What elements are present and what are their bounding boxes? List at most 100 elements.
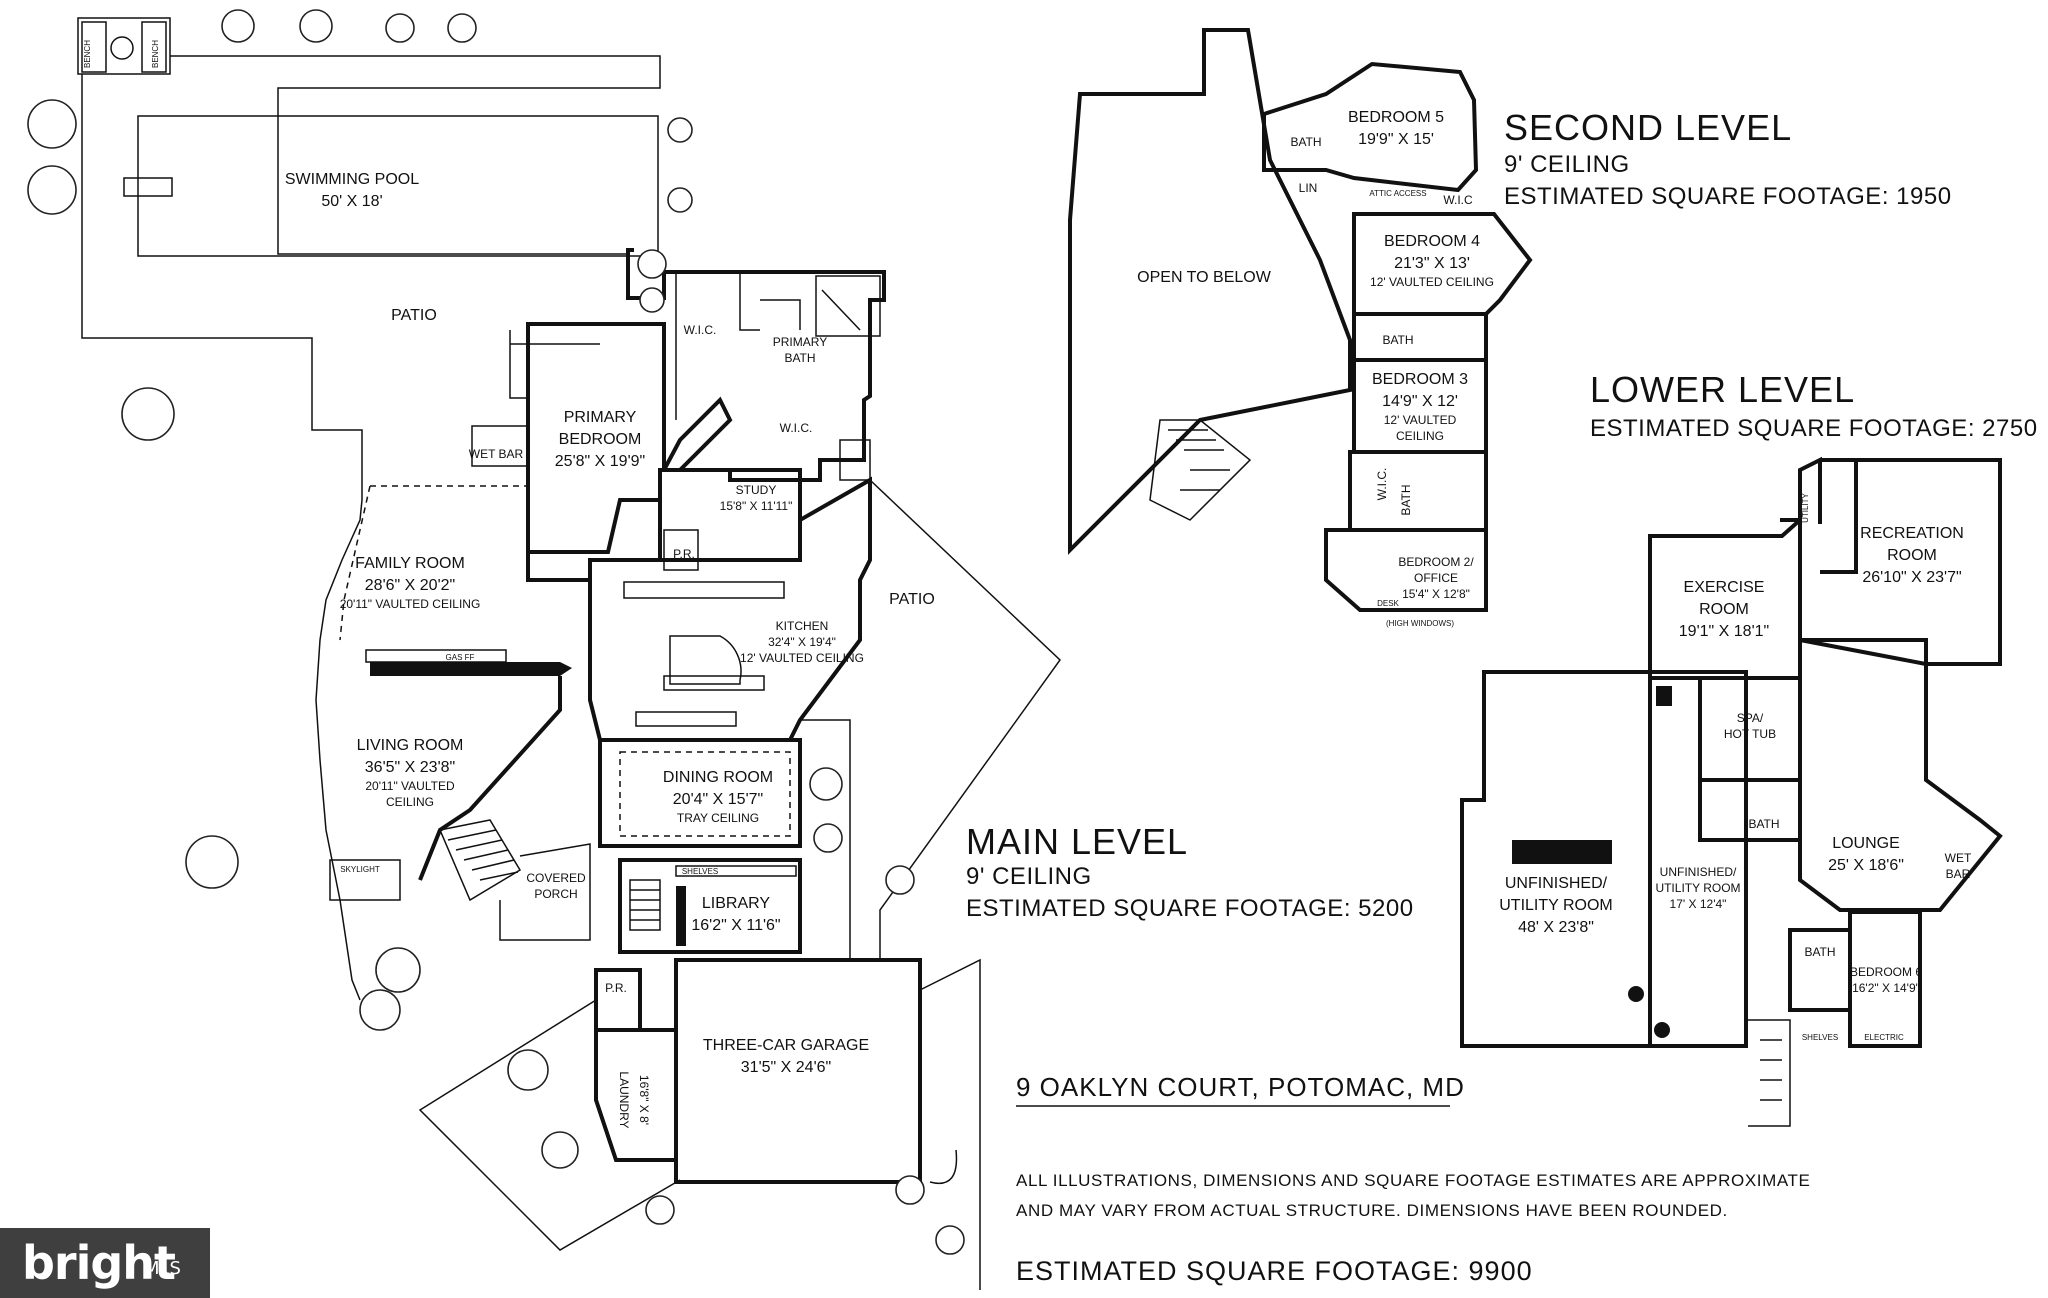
address: 9 OAKLYN COURT, POTOMAC, MD: [1016, 1072, 1465, 1102]
recreation-line2: ROOM: [1887, 547, 1937, 564]
unfinished-big-line2: UTILITY ROOM: [1499, 897, 1613, 914]
family-room-ceiling: 20'11" VAULTED CEILING: [340, 597, 481, 611]
bench-label-1: BENCH: [83, 40, 92, 68]
covered-porch-line2: PORCH: [534, 887, 577, 901]
dining-room-dims: 20'4" X 15'7": [673, 791, 763, 808]
kitchen-walls: [588, 476, 872, 742]
library-name: LIBRARY: [702, 895, 771, 912]
bench-label-2: BENCH: [151, 40, 160, 68]
patio-east-label: PATIO: [889, 591, 935, 608]
primary-bath-line1: PRIMARY: [773, 335, 827, 349]
brightmls-watermark: bright MLS: [0, 1228, 210, 1298]
bath-b-label: BATH: [1382, 333, 1413, 347]
living-room-ceiling2: CEILING: [386, 795, 434, 809]
second-level-ceiling: 9' CEILING: [1504, 151, 1630, 178]
unfinished-small-walls: [1648, 670, 1748, 1048]
lower-level-title: LOWER LEVEL: [1590, 369, 1855, 410]
utility-equipment: [1512, 840, 1612, 864]
lin-label: LIN: [1299, 181, 1318, 195]
study-dims: 15'8" X 11'11": [720, 499, 793, 513]
patio-east-outline: [800, 479, 1061, 960]
second-level-stairs: [1149, 419, 1252, 521]
family-room-dims: 28'6" X 20'2": [365, 577, 455, 594]
lounge-dims: 25' X 18'6": [1828, 857, 1904, 874]
primary-bedroom-dims: 25'8" X 19'9": [555, 453, 645, 470]
wic-b-label: W.I.C.: [1375, 468, 1389, 501]
second-level-title: SECOND LEVEL: [1504, 107, 1792, 148]
pool-dims: 50' X 18': [321, 193, 382, 210]
bedroom6-name: BEDROOM 6: [1850, 965, 1922, 979]
bedroom2-walls: [1324, 528, 1488, 612]
exercise-dims: 19'1" X 18'1": [1679, 623, 1769, 640]
living-room-dims: 36'5" X 23'8": [365, 759, 455, 776]
shelves-label: SHELVES: [682, 867, 718, 876]
main-level-ceiling: 9' CEILING: [966, 863, 1092, 890]
disclaimer-line1: ALL ILLUSTRATIONS, DIMENSIONS AND SQUARE…: [1016, 1171, 1810, 1190]
kitchen-name: KITCHEN: [776, 619, 829, 633]
unfinished-big-dims: 48' X 23'8": [1518, 919, 1594, 936]
garage-dims: 31'5" X 24'6": [741, 1059, 831, 1076]
patio-outline: [81, 74, 363, 1001]
brand-word: bright: [22, 1236, 176, 1290]
gas-ff-label: GAS FF: [446, 653, 475, 662]
second-level-plan: OPEN TO BELOW BATH BEDROOM 5 19'9" X 15'…: [1068, 28, 1533, 628]
bedroom5-dims: 19'9" X 15': [1358, 131, 1434, 148]
bedroom3-name: BEDROOM 3: [1372, 371, 1468, 388]
bedroom6-walls: [1848, 910, 1922, 1048]
lounge-name: LOUNGE: [1832, 835, 1900, 852]
attic-label: ATTIC ACCESS: [1369, 189, 1426, 198]
wet-bar-label: WET BAR: [469, 447, 524, 461]
dining-room-ceiling: TRAY CEILING: [677, 811, 759, 825]
wic-2-label: W.I.C.: [780, 421, 813, 435]
unfinished-big-line1: UNFINISHED/: [1505, 875, 1608, 892]
main-level-plan: BENCH BENCH SWIMMING POOL 50' X 18' PATI…: [27, 9, 1061, 1290]
bedroom4-name: BEDROOM 4: [1384, 233, 1480, 250]
pr-2-label: P.R.: [605, 981, 627, 995]
pr-1-label: P.R.: [673, 547, 695, 561]
library-walls: [618, 858, 802, 954]
kitchen-ceiling: 12' VAULTED CEILING: [740, 651, 864, 665]
skylight-label: SKYLIGHT: [340, 865, 380, 874]
garage-name: THREE-CAR GARAGE: [703, 1037, 869, 1054]
bedroom3-ceiling2: CEILING: [1396, 429, 1444, 443]
wet-bar-lower-line1: WET: [1945, 851, 1972, 865]
bath-a-label: BATH: [1290, 135, 1321, 149]
living-room-ceiling1: 20'11" VAULTED: [365, 779, 455, 793]
bath-a-lower-label: BATH: [1748, 817, 1779, 831]
pr-2-walls: [594, 968, 642, 1032]
wet-bar-lower-line2: BAR: [1946, 867, 1971, 881]
unfinished-small-dims: 17' X 12'4": [1670, 897, 1727, 911]
wic-a-label: W.I.C: [1443, 193, 1473, 207]
exercise-walls: [1648, 515, 1802, 680]
laundry-walls: [594, 1028, 678, 1162]
bedroom4-dims: 21'3" X 13': [1394, 255, 1470, 272]
open-to-below-walls: [1068, 28, 1352, 555]
high-windows-label: (HIGH WINDOWS): [1386, 619, 1454, 628]
bath-c-label: BATH: [1399, 484, 1413, 515]
total-sqft: ESTIMATED SQUARE FOOTAGE: 9900: [1016, 1256, 1533, 1286]
lower-level-sqft: ESTIMATED SQUARE FOOTAGE: 2750: [1590, 415, 2038, 442]
bedroom5-name: BEDROOM 5: [1348, 109, 1444, 126]
main-stairs: [438, 819, 522, 902]
covered-porch-line1: COVERED: [526, 871, 586, 885]
primary-suite-walls: [660, 270, 886, 482]
lounge-walls: [1798, 638, 2003, 912]
second-level-sqft: ESTIMATED SQUARE FOOTAGE: 1950: [1504, 183, 1952, 210]
main-level-title: MAIN LEVEL: [966, 821, 1188, 862]
family-room-edge: [339, 485, 528, 641]
main-level-sqft: ESTIMATED SQUARE FOOTAGE: 5200: [966, 895, 1414, 922]
dining-room-walls: [598, 738, 802, 848]
desk-label: DESK: [1377, 599, 1399, 608]
utility-label: UTILITY: [1801, 492, 1810, 522]
spa-line1: SPA/: [1737, 711, 1764, 725]
library-dims: 16'2" X 11'6": [691, 917, 780, 934]
shelves-lower-label: SHELVES: [1802, 1033, 1838, 1042]
unfinished-small-line1: UNFINISHED/: [1660, 865, 1737, 879]
bedroom2-line1: BEDROOM 2/: [1398, 555, 1474, 569]
bedroom5-walls: [1262, 61, 1479, 193]
covered-porch: [499, 843, 591, 941]
spa-line2: HOT TUB: [1724, 727, 1776, 741]
bedroom3-dims: 14'9" X 12': [1382, 393, 1458, 410]
dining-room-name: DINING ROOM: [663, 769, 773, 786]
